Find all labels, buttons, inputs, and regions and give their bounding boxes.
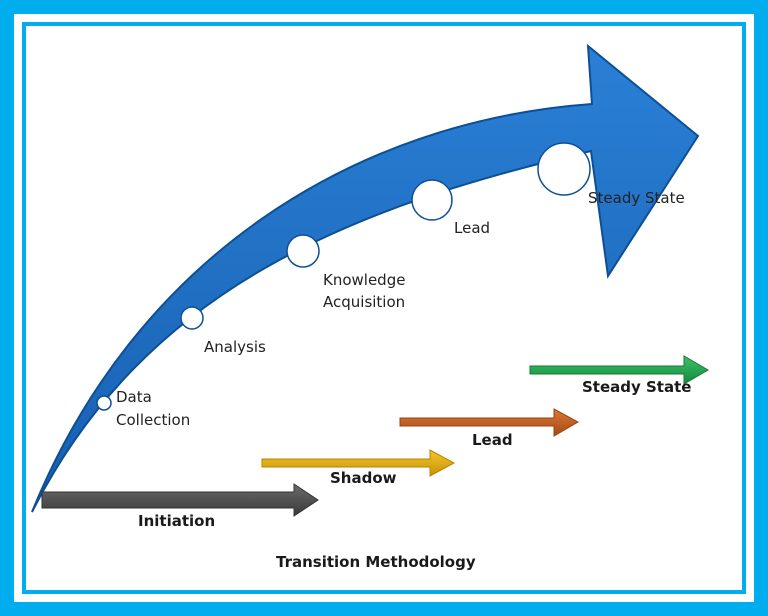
milestone-circle-data-collection — [96, 395, 112, 411]
step-label-steady-state: Steady State — [582, 378, 691, 396]
milestone-label-acquisition: Acquisition — [323, 293, 405, 311]
milestone-label-knowledge: Knowledge — [323, 271, 405, 289]
step-arrow-steady-state — [529, 355, 709, 385]
step-arrow-initiation — [41, 483, 319, 517]
diagram-caption: Transition Methodology — [276, 553, 476, 571]
step-label-lead: Lead — [472, 431, 513, 449]
milestone-circle-knowledge — [286, 234, 320, 268]
step-arrow-shadow — [261, 449, 456, 477]
transition-diagram: Data Collection Analysis Knowledge Acqui… — [31, 43, 709, 571]
milestone-circle-steady-state — [537, 142, 591, 196]
milestone-circle-analysis — [180, 306, 204, 330]
step-label-initiation: Initiation — [138, 512, 215, 530]
step-arrow-lead — [399, 408, 580, 437]
step-label-shadow: Shadow — [330, 469, 397, 487]
milestone-label-data: Data — [116, 388, 152, 406]
milestone-label-analysis: Analysis — [204, 338, 266, 356]
milestone-label-steady-state: Steady State — [588, 189, 685, 207]
milestone-circle-lead — [411, 179, 453, 221]
milestone-label-lead: Lead — [454, 219, 490, 237]
diagram-canvas: Data Collection Analysis Knowledge Acqui… — [26, 26, 742, 590]
milestone-label-collection: Collection — [116, 411, 190, 429]
